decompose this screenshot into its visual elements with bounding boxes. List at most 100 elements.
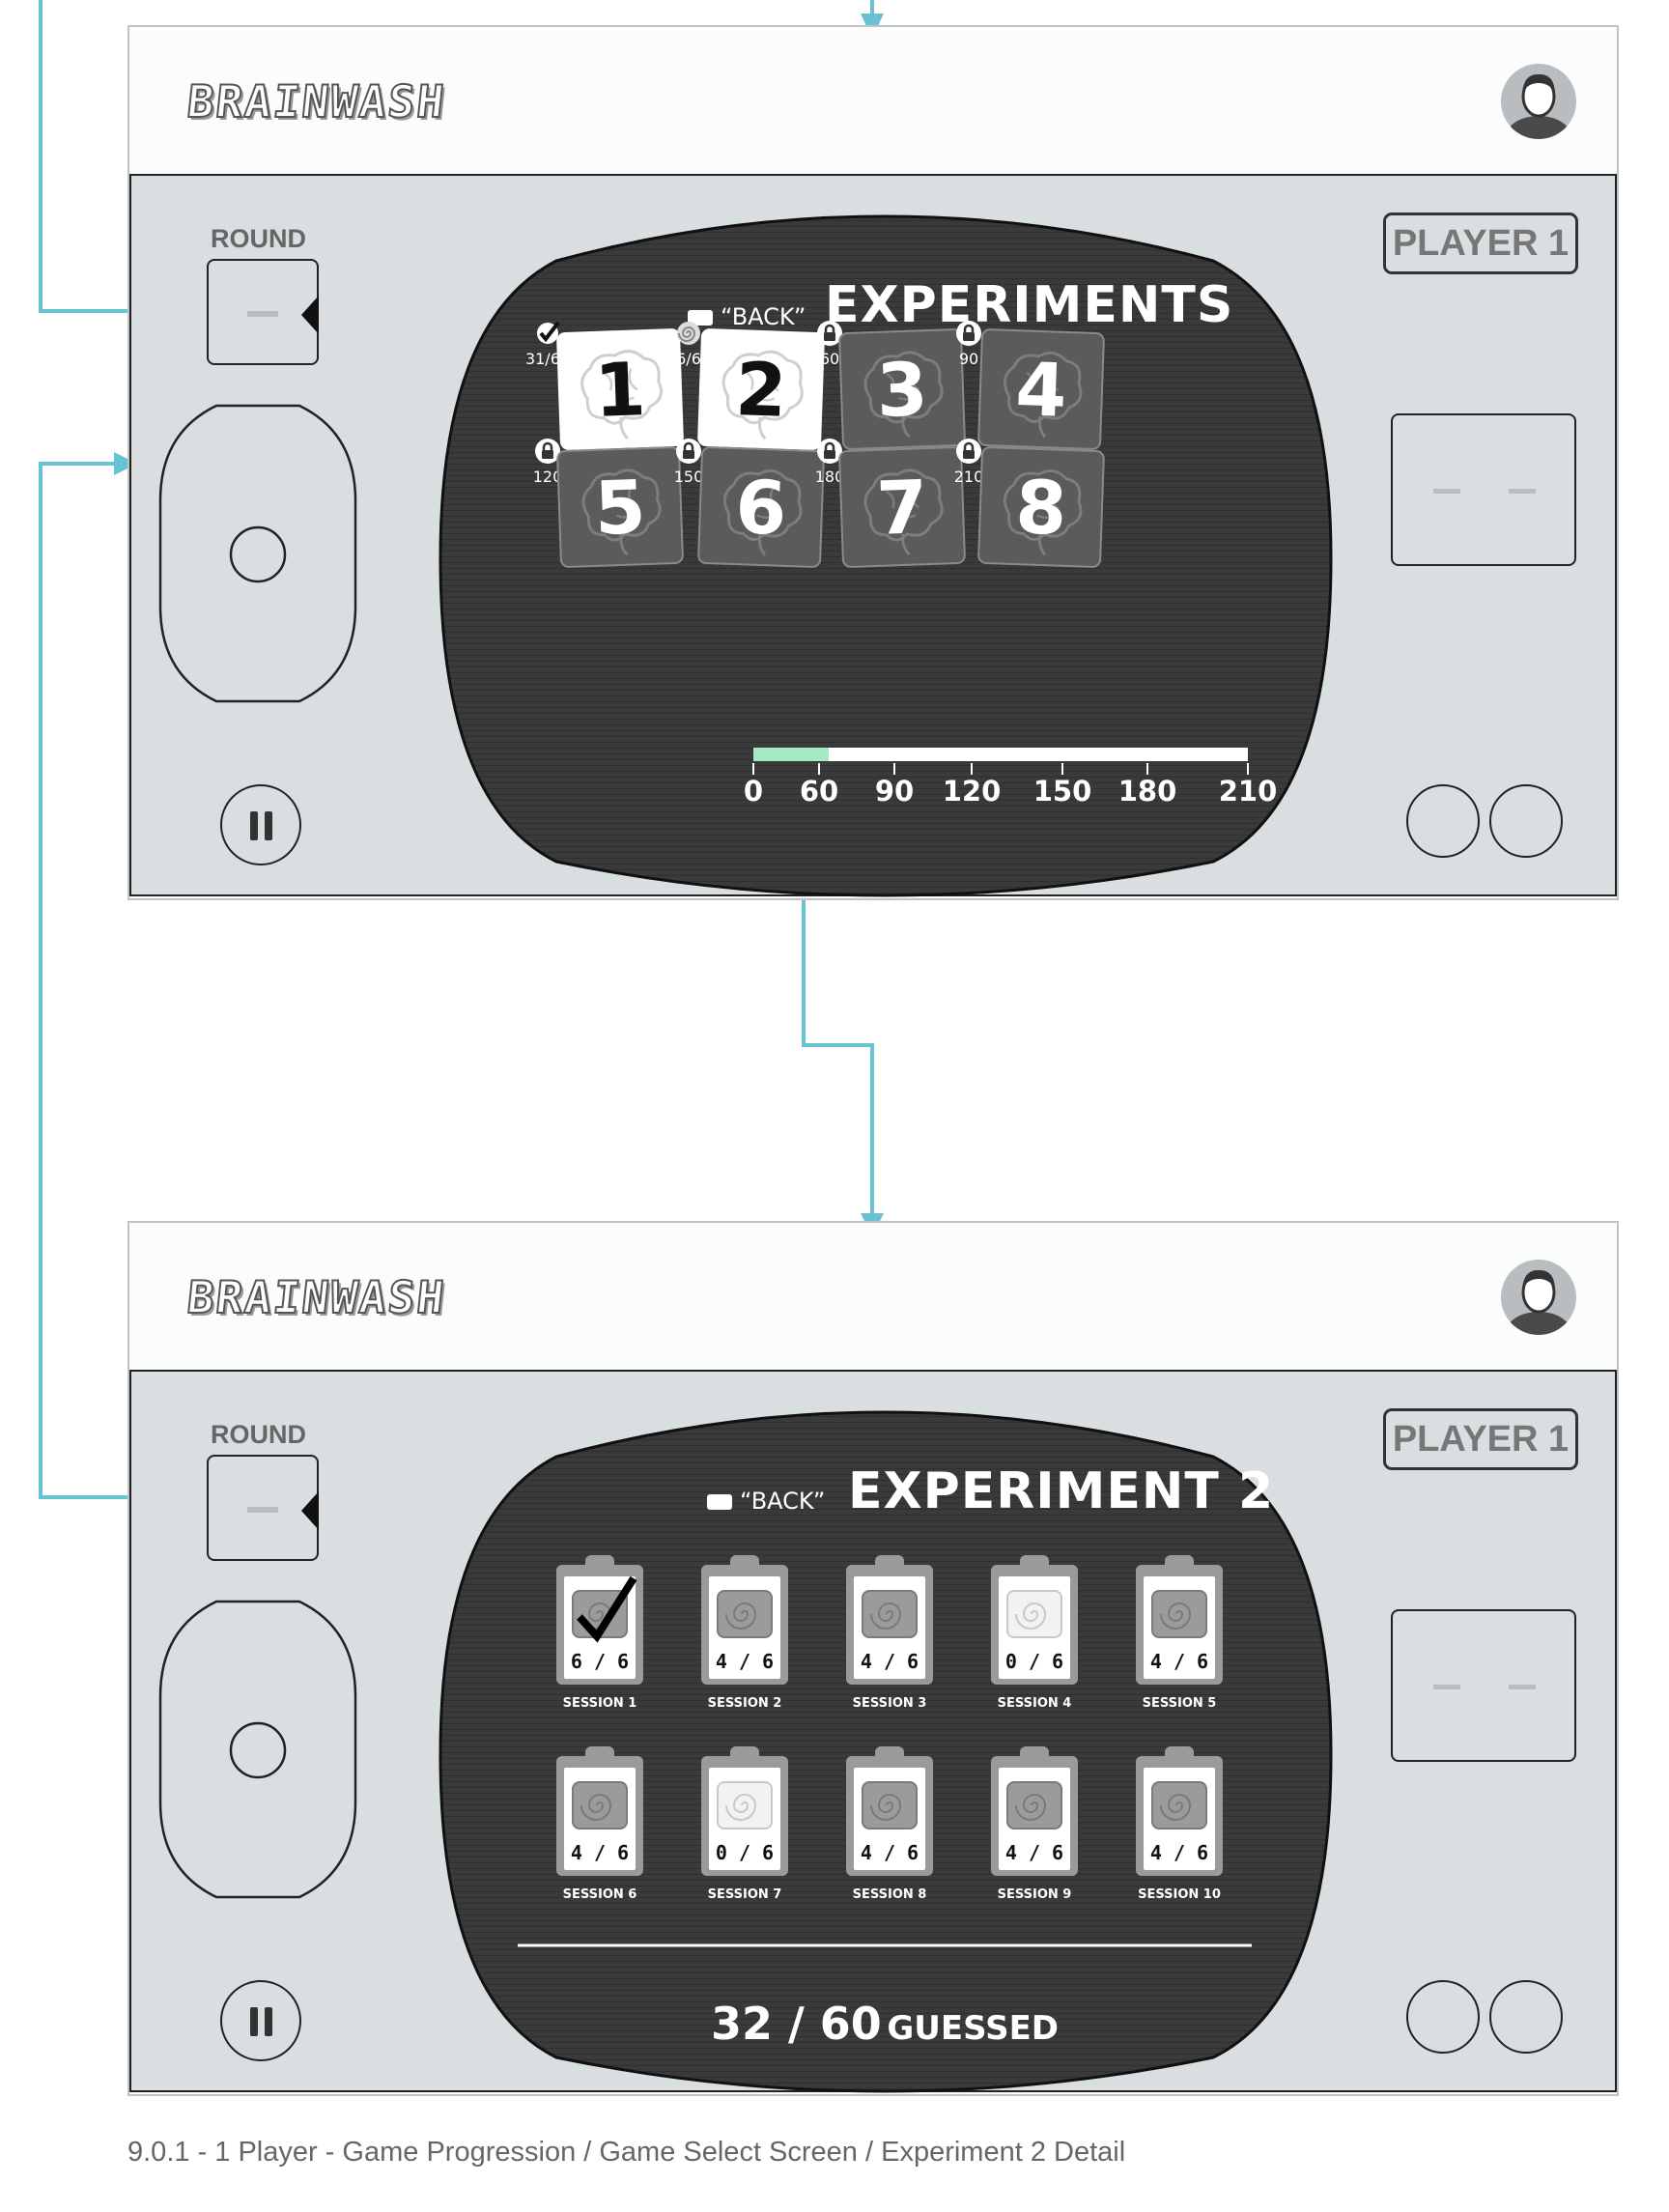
lock-icon <box>674 437 703 466</box>
experiment-4-tile: 4 <box>976 327 1106 451</box>
session-10-clipboard[interactable]: 4 / 6 <box>1136 1746 1223 1882</box>
score-display <box>1391 413 1576 566</box>
user-avatar-icon[interactable] <box>1501 64 1576 139</box>
experiment-7-number: 7 <box>875 463 929 552</box>
app-header: BRAINWASH <box>129 1223 1617 1368</box>
action-button-b[interactable] <box>1489 1980 1563 2054</box>
back-button[interactable]: “BACK” <box>688 303 806 330</box>
progress-tick <box>1061 763 1063 775</box>
experiment-4-badge: 90 <box>945 319 993 368</box>
session-6-clipboard[interactable]: 4 / 6 <box>556 1746 643 1882</box>
experiment-6-tile: 6 <box>696 445 826 569</box>
score-dash-2 <box>1509 1685 1536 1689</box>
user-avatar-icon[interactable] <box>1501 1260 1576 1335</box>
pause-button[interactable] <box>220 1980 301 2061</box>
brainwash-logo: BRAINWASH <box>184 1270 449 1324</box>
session-5-clipboard[interactable]: 4 / 6 <box>1136 1555 1223 1690</box>
action-button-b[interactable] <box>1489 784 1563 858</box>
back-button[interactable]: “BACK” <box>707 1488 825 1515</box>
experiment-8-badge: 210 <box>945 437 993 486</box>
experiment-2-tile[interactable]: 2 <box>696 327 826 451</box>
session-8-count: 4 / 6 <box>860 1841 919 1864</box>
screen-title: EXPERIMENT 2 <box>848 1462 1275 1520</box>
experiment-8-requirement: 210 <box>953 468 984 486</box>
score-dash-2 <box>1509 489 1536 494</box>
joystick-pad[interactable] <box>158 404 357 703</box>
progress-tick-label: 120 <box>942 775 1002 808</box>
session-4-clipboard[interactable]: 0 / 6 <box>991 1555 1078 1690</box>
score-dash-1 <box>1433 489 1460 494</box>
experiment-7-requirement: 180 <box>814 468 845 486</box>
game-console: ROUND PLAYER 1 <box>129 1370 1617 2094</box>
check-icon <box>577 1575 637 1643</box>
spiral-icon <box>1151 1781 1207 1829</box>
player-badge: PLAYER 1 <box>1383 213 1578 274</box>
spiral-icon <box>1006 1590 1062 1638</box>
session-9-clipboard[interactable]: 4 / 6 <box>991 1746 1078 1882</box>
experiment-2-number: 2 <box>734 345 788 434</box>
round-label: ROUND <box>211 224 306 253</box>
pointing-hand-icon <box>707 1494 732 1510</box>
progress-tick <box>818 763 820 775</box>
experiment-7-tile: 7 <box>837 445 967 569</box>
session-7-clipboard[interactable]: 0 / 6 <box>701 1746 788 1882</box>
session-2-clipboard[interactable]: 4 / 6 <box>701 1555 788 1690</box>
lock-icon <box>954 437 983 466</box>
app-header: BRAINWASH <box>129 27 1617 172</box>
experiment-3-requirement: 60 <box>819 350 840 368</box>
guessed-summary: 32 / 60 GUESSED <box>421 1998 1348 2050</box>
progress-tick-label: 90 <box>874 775 915 808</box>
experiment-6-number: 6 <box>734 463 788 552</box>
session-3-clipboard[interactable]: 4 / 6 <box>846 1555 933 1690</box>
session-4-label: SESSION 4 <box>997 1696 1072 1711</box>
session-1-clipboard[interactable]: 6 / 6 <box>556 1555 643 1690</box>
experiment-7-badge: 180 <box>806 437 854 486</box>
session-9-count: 4 / 6 <box>1004 1841 1064 1864</box>
progress-tick <box>1247 763 1249 775</box>
spiral-icon <box>717 1590 773 1638</box>
session-3-count: 4 / 6 <box>860 1650 919 1673</box>
experiment-8-number: 8 <box>1014 463 1068 552</box>
progress-tick-label: 0 <box>743 775 764 808</box>
session-5-count: 4 / 6 <box>1149 1650 1209 1673</box>
game-select-frame: BRAINWASH ROUND PLAYER 1 <box>127 25 1619 900</box>
progress-tick-label: 180 <box>1117 775 1177 808</box>
spiral-icon <box>862 1590 918 1638</box>
score-dash-1 <box>1433 1685 1460 1689</box>
lock-icon <box>815 437 844 466</box>
progress-tick <box>1146 763 1148 775</box>
spiral-icon <box>674 319 703 348</box>
brainwash-logo: BRAINWASH <box>184 74 449 128</box>
screen-title: EXPERIMENTS <box>825 276 1234 334</box>
joystick-pad[interactable] <box>158 1600 357 1899</box>
experiment-8-tile: 8 <box>976 445 1106 569</box>
experiment-5-requirement: 120 <box>532 468 563 486</box>
experiment-5-number: 5 <box>593 463 647 552</box>
progress-tick <box>893 763 895 775</box>
spiral-icon <box>1006 1781 1062 1829</box>
session-6-count: 4 / 6 <box>570 1841 630 1864</box>
spiral-icon <box>1151 1590 1207 1638</box>
experiment-5-tile: 5 <box>555 445 685 569</box>
session-3-label: SESSION 3 <box>852 1696 927 1711</box>
session-4-count: 0 / 6 <box>1004 1650 1064 1673</box>
pause-button[interactable] <box>220 784 301 865</box>
experiment-3-tile: 3 <box>837 327 967 451</box>
guessed-label: GUESSED <box>887 2009 1060 2048</box>
session-8-clipboard[interactable]: 4 / 6 <box>846 1746 933 1882</box>
spiral-icon <box>572 1781 628 1829</box>
experiment-progress-bar <box>753 748 1248 761</box>
round-display <box>207 1455 319 1561</box>
action-button-a[interactable] <box>1406 1980 1480 2054</box>
lock-icon <box>533 437 562 466</box>
experiment-3-number: 3 <box>875 345 929 434</box>
action-button-a[interactable] <box>1406 784 1480 858</box>
spiral-icon <box>717 1781 773 1829</box>
spiral-icon <box>862 1781 918 1829</box>
experiment-1-tile[interactable]: 1 <box>555 327 685 451</box>
guessed-count: 32 / 60 <box>710 1998 882 2050</box>
experiment-4-number: 4 <box>1014 345 1068 434</box>
session-7-count: 0 / 6 <box>715 1841 775 1864</box>
round-value-dash <box>247 311 278 317</box>
